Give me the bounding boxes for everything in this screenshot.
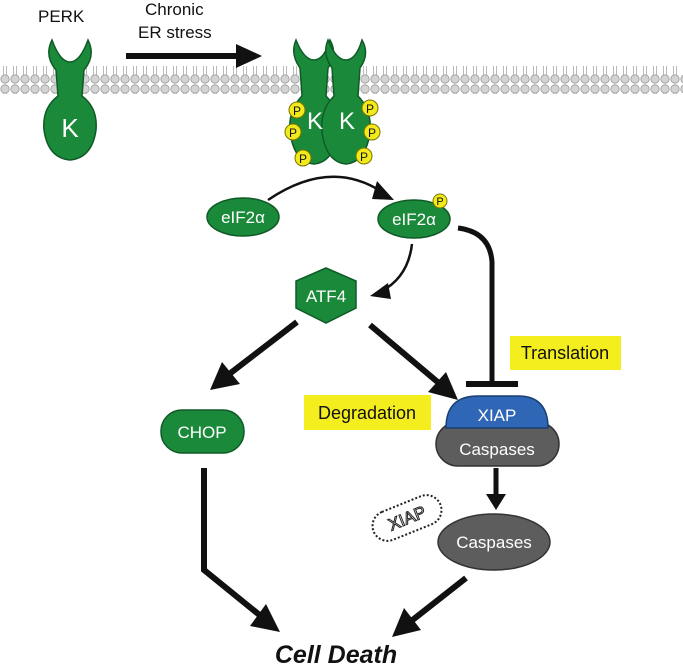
svg-text:P: P <box>368 126 376 140</box>
phosphate-group: P <box>355 147 373 165</box>
chop-label: CHOP <box>177 423 226 442</box>
svg-text:P: P <box>289 126 297 140</box>
degradation-highlight: Degradation <box>304 395 431 430</box>
chop-to-death-arrow <box>201 468 280 632</box>
caspases-to-death-arrow <box>392 575 468 637</box>
caspases-bound-label: Caspases <box>459 440 535 459</box>
translation-highlight: Translation <box>510 336 621 370</box>
phosphorylation-arrow <box>267 175 394 202</box>
chop-node: CHOP <box>160 409 245 454</box>
phosphate-group: P <box>361 99 379 117</box>
phosphate-group: P <box>284 123 302 141</box>
xiap-label: XIAP <box>478 406 517 425</box>
xiap-caspase-complex: Caspases XIAP <box>435 395 560 467</box>
phosphate-group: P <box>288 101 306 119</box>
caspases-free-node: Caspases <box>437 513 551 571</box>
stress-arrow <box>126 44 262 68</box>
eif2a-p-label: eIF2α <box>392 210 436 229</box>
phosphate-group: P <box>432 193 448 209</box>
perk-monomer: K <box>43 38 97 161</box>
perk-dimer: K K <box>289 38 371 165</box>
translation-label: Translation <box>521 343 609 363</box>
eif2a-p-node: eIF2α P <box>377 193 451 239</box>
caspases-free-label: Caspases <box>456 533 532 552</box>
stress-label-line1: Chronic <box>145 0 204 19</box>
phosphate-group: P <box>363 123 381 141</box>
eif2a-label: eIF2α <box>221 208 265 227</box>
cell-death-label: Cell Death <box>275 641 397 669</box>
atf4-to-chop-arrow <box>210 319 299 390</box>
svg-text:P: P <box>360 150 368 164</box>
perk-label: PERK <box>38 7 85 26</box>
stress-label-line2: ER stress <box>138 23 212 42</box>
svg-text:P: P <box>366 102 374 116</box>
translation-inhibition <box>457 225 518 387</box>
svg-text:P: P <box>293 104 301 118</box>
svg-text:P: P <box>436 196 443 208</box>
eif2a-node: eIF2α <box>206 197 280 237</box>
dimer-kinase-label-left: K <box>307 108 323 135</box>
caspase-release-arrow <box>486 468 506 510</box>
xiap-degraded: XIAP <box>371 494 443 542</box>
svg-text:P: P <box>299 152 307 166</box>
atf4-label: ATF4 <box>306 287 346 306</box>
kinase-domain-label: K <box>61 113 79 143</box>
degradation-label: Degradation <box>318 403 416 423</box>
phosphate-group: P <box>294 149 312 167</box>
atf4-to-xiap-arrow <box>368 322 458 400</box>
dimer-kinase-label-right: K <box>339 108 355 135</box>
atf4-node: ATF4 <box>295 267 357 324</box>
atf4-induction-arrow <box>370 243 414 299</box>
